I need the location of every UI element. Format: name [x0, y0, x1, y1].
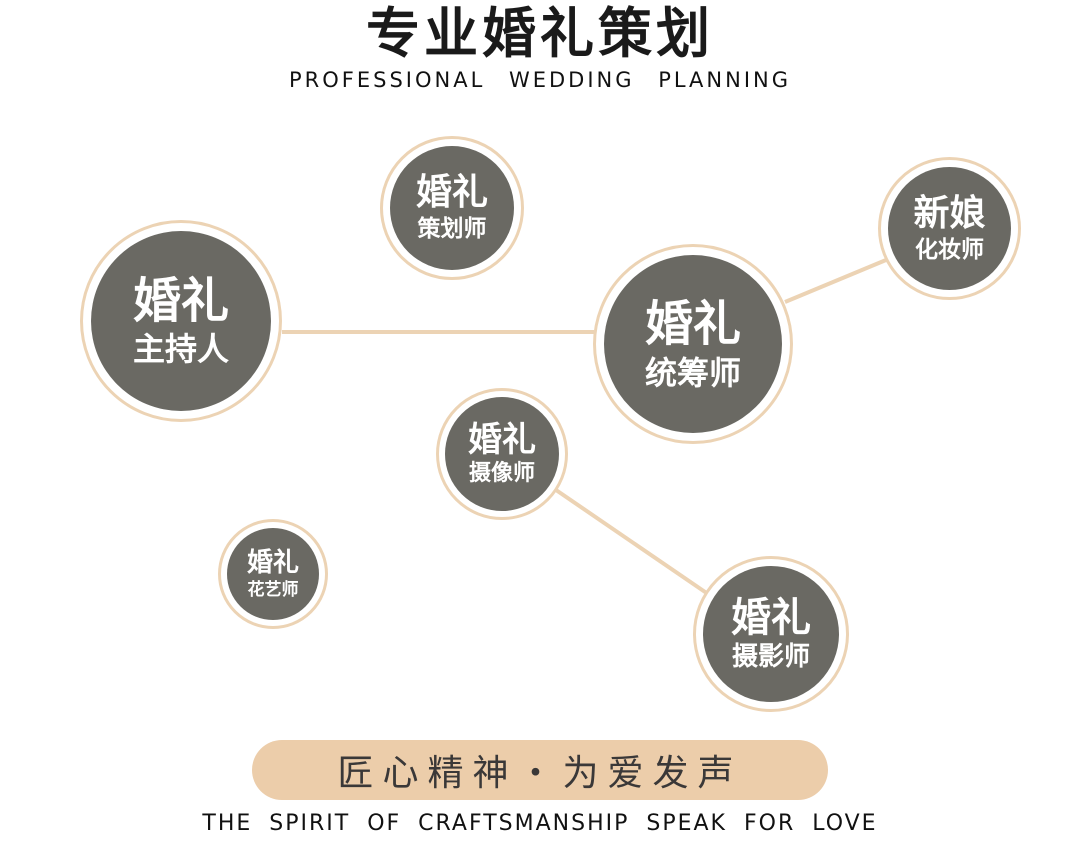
role-subtitle: 摄影师	[731, 642, 810, 672]
role-subtitle: 统筹师	[644, 354, 741, 392]
connector-coordinator-makeup	[784, 258, 887, 304]
role-title: 婚礼	[246, 548, 299, 578]
role-title: 新娘	[913, 192, 986, 234]
role-title: 婚礼	[644, 296, 741, 352]
role-bubble-florist: 婚礼 花艺师	[218, 519, 328, 629]
role-subtitle: 化妆师	[915, 236, 984, 263]
role-subtitle: 策划师	[417, 216, 487, 242]
connector-photographer-cameraman	[554, 488, 710, 596]
role-bubble-photographer: 婚礼 摄像师	[436, 388, 568, 520]
role-bubble-coordinator: 婚礼 统筹师	[593, 244, 793, 444]
role-bubble-cameraman: 婚礼 摄影师	[693, 556, 849, 712]
role-subtitle: 主持人	[132, 330, 229, 368]
slogan-text: 匠心精神・为爱发声	[337, 753, 743, 794]
role-subtitle: 花艺师	[247, 580, 299, 600]
slogan-banner: 匠心精神・为爱发声	[252, 740, 828, 800]
role-title: 婚礼	[132, 273, 229, 329]
page-subtitle: PROFESSIONAL WEDDING PLANNING	[289, 68, 791, 92]
role-bubble-planner: 婚礼 策划师	[380, 136, 524, 280]
role-bubble-host: 婚礼 主持人	[80, 220, 282, 422]
role-bubble-makeup: 新娘 化妆师	[878, 157, 1021, 300]
role-title: 婚礼	[415, 172, 488, 213]
role-title: 婚礼	[468, 420, 536, 460]
role-subtitle: 摄像师	[468, 461, 535, 486]
page-title: 专业婚礼策划	[366, 2, 714, 65]
role-title: 婚礼	[731, 595, 811, 641]
footer-tagline: THE SPIRIT OF CRAFTSMANSHIP SPEAK FOR LO…	[202, 811, 878, 836]
